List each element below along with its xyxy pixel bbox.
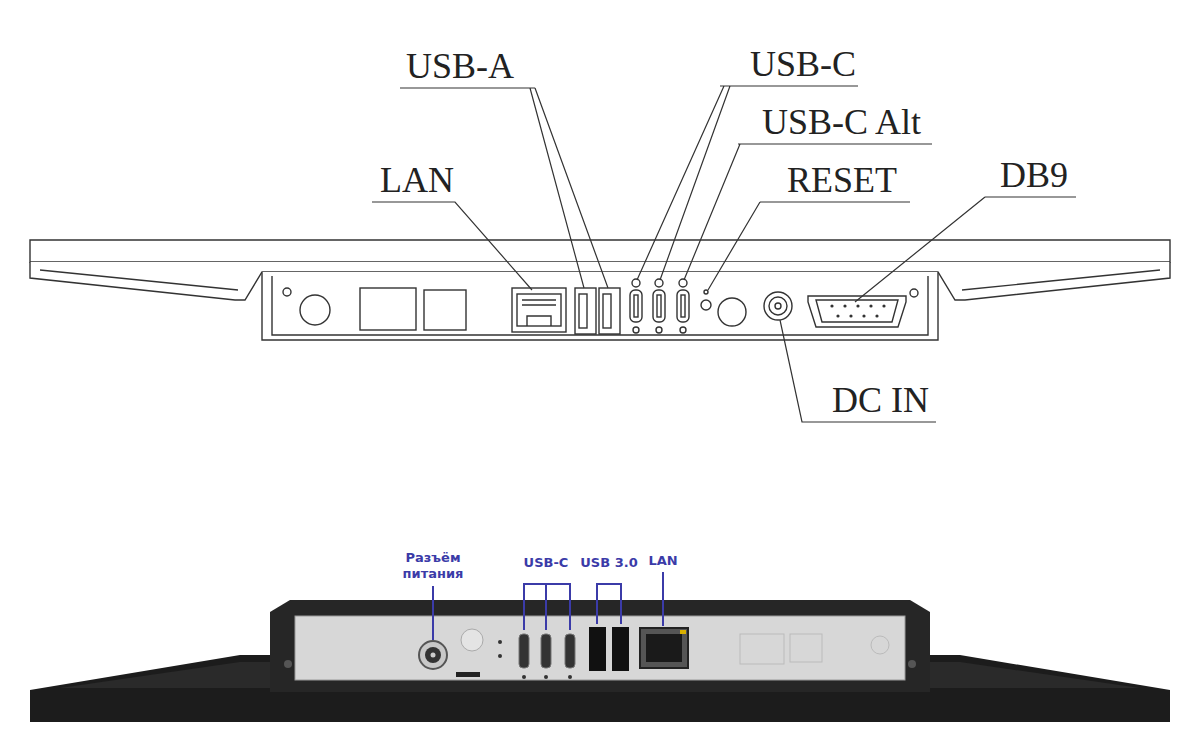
port-label: LAN — [380, 162, 454, 198]
port-label: DC IN — [832, 382, 929, 418]
photo-view — [30, 600, 1170, 722]
bracket-lines — [433, 572, 663, 640]
port-label: USB-C — [750, 46, 856, 82]
button-label: RESET — [787, 162, 897, 198]
port-label: USB 3.0 — [580, 555, 637, 571]
port-label: LAN — [648, 553, 677, 569]
port-label: DB9 — [1000, 157, 1068, 193]
port-label: USB-C Alt — [762, 104, 921, 140]
port-label: Разъём питания — [393, 550, 473, 581]
leader-lines — [372, 86, 1076, 422]
port-label: USB-A — [406, 48, 514, 84]
line-drawing — [30, 240, 1170, 340]
port-label: USB-C — [524, 555, 569, 571]
